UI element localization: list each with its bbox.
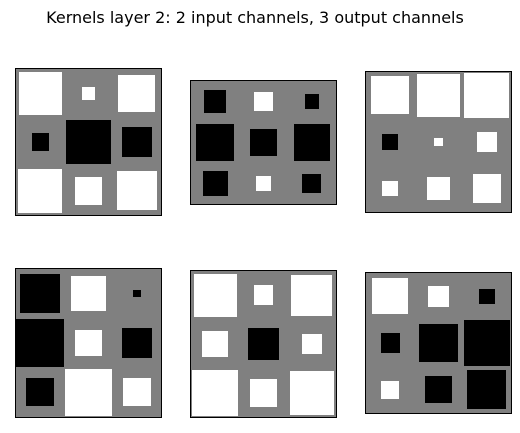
weight-square-r1-c3 xyxy=(291,274,333,316)
weight-square-r3-c2 xyxy=(64,368,113,416)
weight-square-r1-c3 xyxy=(304,94,320,109)
weight-square-r2-c2 xyxy=(419,323,458,363)
weight-square-r2-c1 xyxy=(380,333,400,353)
kernel-in2-out3 xyxy=(365,272,512,414)
weight-square-r2-c3 xyxy=(121,126,153,158)
weight-square-r3-c2 xyxy=(425,376,452,404)
weight-square-r3-c2 xyxy=(427,177,450,200)
weight-square-r1-c1 xyxy=(372,278,408,315)
weight-square-r3-c1 xyxy=(202,170,228,197)
weight-square-r2-c2 xyxy=(247,328,280,360)
weight-square-r2-c1 xyxy=(31,133,49,151)
weight-square-r1-c1 xyxy=(18,71,62,115)
weight-square-r3-c3 xyxy=(117,170,157,211)
weight-square-r2-c1 xyxy=(196,123,234,162)
weight-square-r3-c2 xyxy=(249,378,278,407)
weight-square-r1-c2 xyxy=(417,74,460,117)
weight-square-r2-c2 xyxy=(249,128,278,157)
kernel-in1-out1 xyxy=(15,68,162,216)
weight-square-r3-c1 xyxy=(381,380,400,399)
weight-square-r2-c1 xyxy=(202,330,229,358)
weight-square-r1-c3 xyxy=(479,288,495,305)
weight-square-r3-c3 xyxy=(302,174,322,193)
weight-square-r1-c2 xyxy=(70,275,107,312)
weight-square-r1-c2 xyxy=(253,285,274,306)
weight-square-r1-c3 xyxy=(464,72,510,118)
kernel-in1-out3 xyxy=(365,71,512,213)
weight-square-r1-c1 xyxy=(371,76,410,115)
weight-square-r1-c3 xyxy=(118,74,156,112)
weight-square-r1-c1 xyxy=(20,273,60,314)
weight-square-r2-c3 xyxy=(301,334,322,354)
weight-square-r2-c3 xyxy=(122,328,152,358)
weight-square-r3-c2 xyxy=(256,176,271,191)
weight-square-r2-c2 xyxy=(75,329,102,357)
weight-square-r2-c2 xyxy=(434,137,443,147)
weight-square-r1-c2 xyxy=(254,92,273,111)
weight-square-r2-c3 xyxy=(476,131,497,152)
weight-square-r1-c2 xyxy=(427,285,450,307)
weight-square-r3-c2 xyxy=(74,176,103,205)
weight-square-r1-c1 xyxy=(193,273,237,317)
weight-square-r3-c1 xyxy=(192,369,239,416)
weight-square-r3-c3 xyxy=(467,370,507,410)
kernel-in1-out2 xyxy=(190,80,337,205)
weight-square-r3-c1 xyxy=(382,180,398,197)
weight-square-r3-c1 xyxy=(18,168,63,213)
figure-title: Kernels layer 2: 2 input channels, 3 out… xyxy=(46,8,464,27)
weight-square-r1-c1 xyxy=(204,90,227,113)
weight-square-r3-c3 xyxy=(289,370,334,415)
weight-square-r2-c1 xyxy=(382,134,398,150)
weight-square-r3-c1 xyxy=(26,378,55,407)
weight-square-r2-c1 xyxy=(16,319,64,367)
weight-square-r1-c3 xyxy=(133,289,141,298)
kernel-in2-out2 xyxy=(190,270,337,418)
weight-square-r1-c2 xyxy=(82,87,95,100)
weight-square-r3-c3 xyxy=(472,174,502,203)
weight-square-r3-c3 xyxy=(122,378,151,407)
kernel-in2-out1 xyxy=(15,268,162,418)
weight-square-r2-c3 xyxy=(293,124,331,161)
weight-square-r2-c3 xyxy=(463,320,510,366)
weight-square-r2-c2 xyxy=(66,119,111,165)
